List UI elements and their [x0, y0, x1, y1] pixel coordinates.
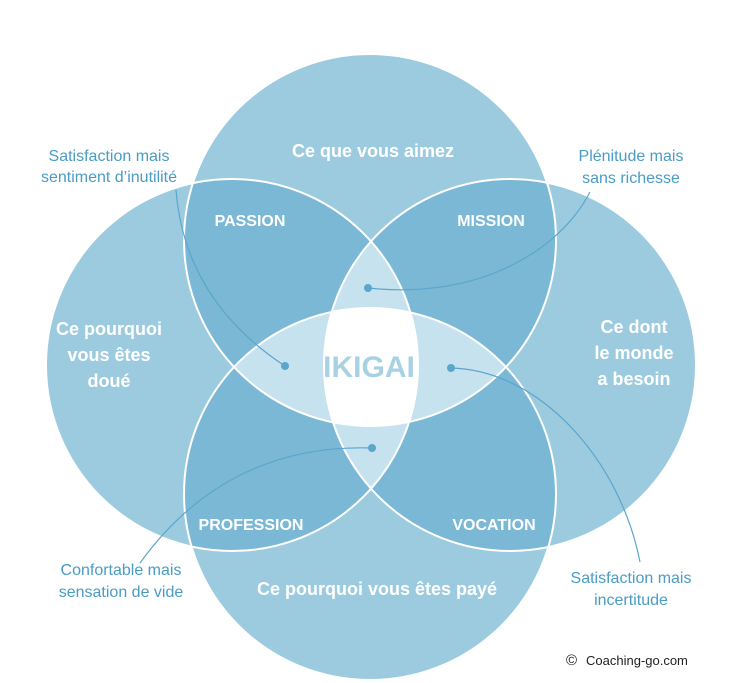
outline-left	[45, 178, 419, 552]
label-passion: PASSION	[215, 213, 286, 230]
label-vocation: VOCATION	[452, 517, 535, 534]
label-ikigai: IKIGAI	[323, 351, 415, 384]
label-profession: PROFESSION	[199, 517, 304, 534]
annotation-top-left-line-1: Satisfaction mais	[49, 148, 170, 165]
label-right-line-2: le monde	[594, 343, 673, 363]
label-left-line-2: vous êtes	[67, 345, 150, 365]
label-bottom: Ce pourquoi vous êtes payé	[257, 579, 497, 599]
annotation-bottom-right-line-1: Satisfaction mais	[571, 570, 692, 587]
annotation-top-left-line-2: sentiment d’inutilité	[41, 169, 177, 186]
outline-bottom	[183, 307, 557, 681]
annotation-bottom-left-line-2: sensation de vide	[59, 584, 184, 601]
copyright-symbol: ©	[566, 652, 577, 669]
annotation-bottom-left-line-1: Confortable mais	[61, 562, 182, 579]
label-right-line-1: Ce dont	[601, 317, 668, 337]
label-top: Ce que vous aimez	[292, 141, 454, 161]
label-left-line-3: doué	[88, 371, 131, 391]
leader-dot-right	[447, 364, 455, 372]
leader-dot-bottom	[368, 444, 376, 452]
outline-top	[183, 53, 557, 427]
leader-line-top-left	[175, 189, 286, 367]
leader-line-top-right	[367, 191, 591, 291]
leader-line-bottom-right	[450, 367, 641, 563]
copyright-text: Coaching-go.com	[586, 653, 688, 668]
label-left-line-1: Ce pourquoi	[56, 319, 162, 339]
leader-line-bottom-left	[139, 447, 373, 564]
annotation-top-right-line-1: Plénitude mais	[579, 148, 684, 165]
annotation-bottom-right-line-2: incertitude	[594, 592, 668, 609]
leader-dot-left	[281, 362, 289, 370]
leader-dot-top	[364, 284, 372, 292]
outline-right	[323, 178, 697, 552]
label-right-line-3: a besoin	[597, 369, 670, 389]
annotation-top-right-line-2: sans richesse	[582, 170, 680, 187]
label-mission: MISSION	[457, 213, 525, 230]
